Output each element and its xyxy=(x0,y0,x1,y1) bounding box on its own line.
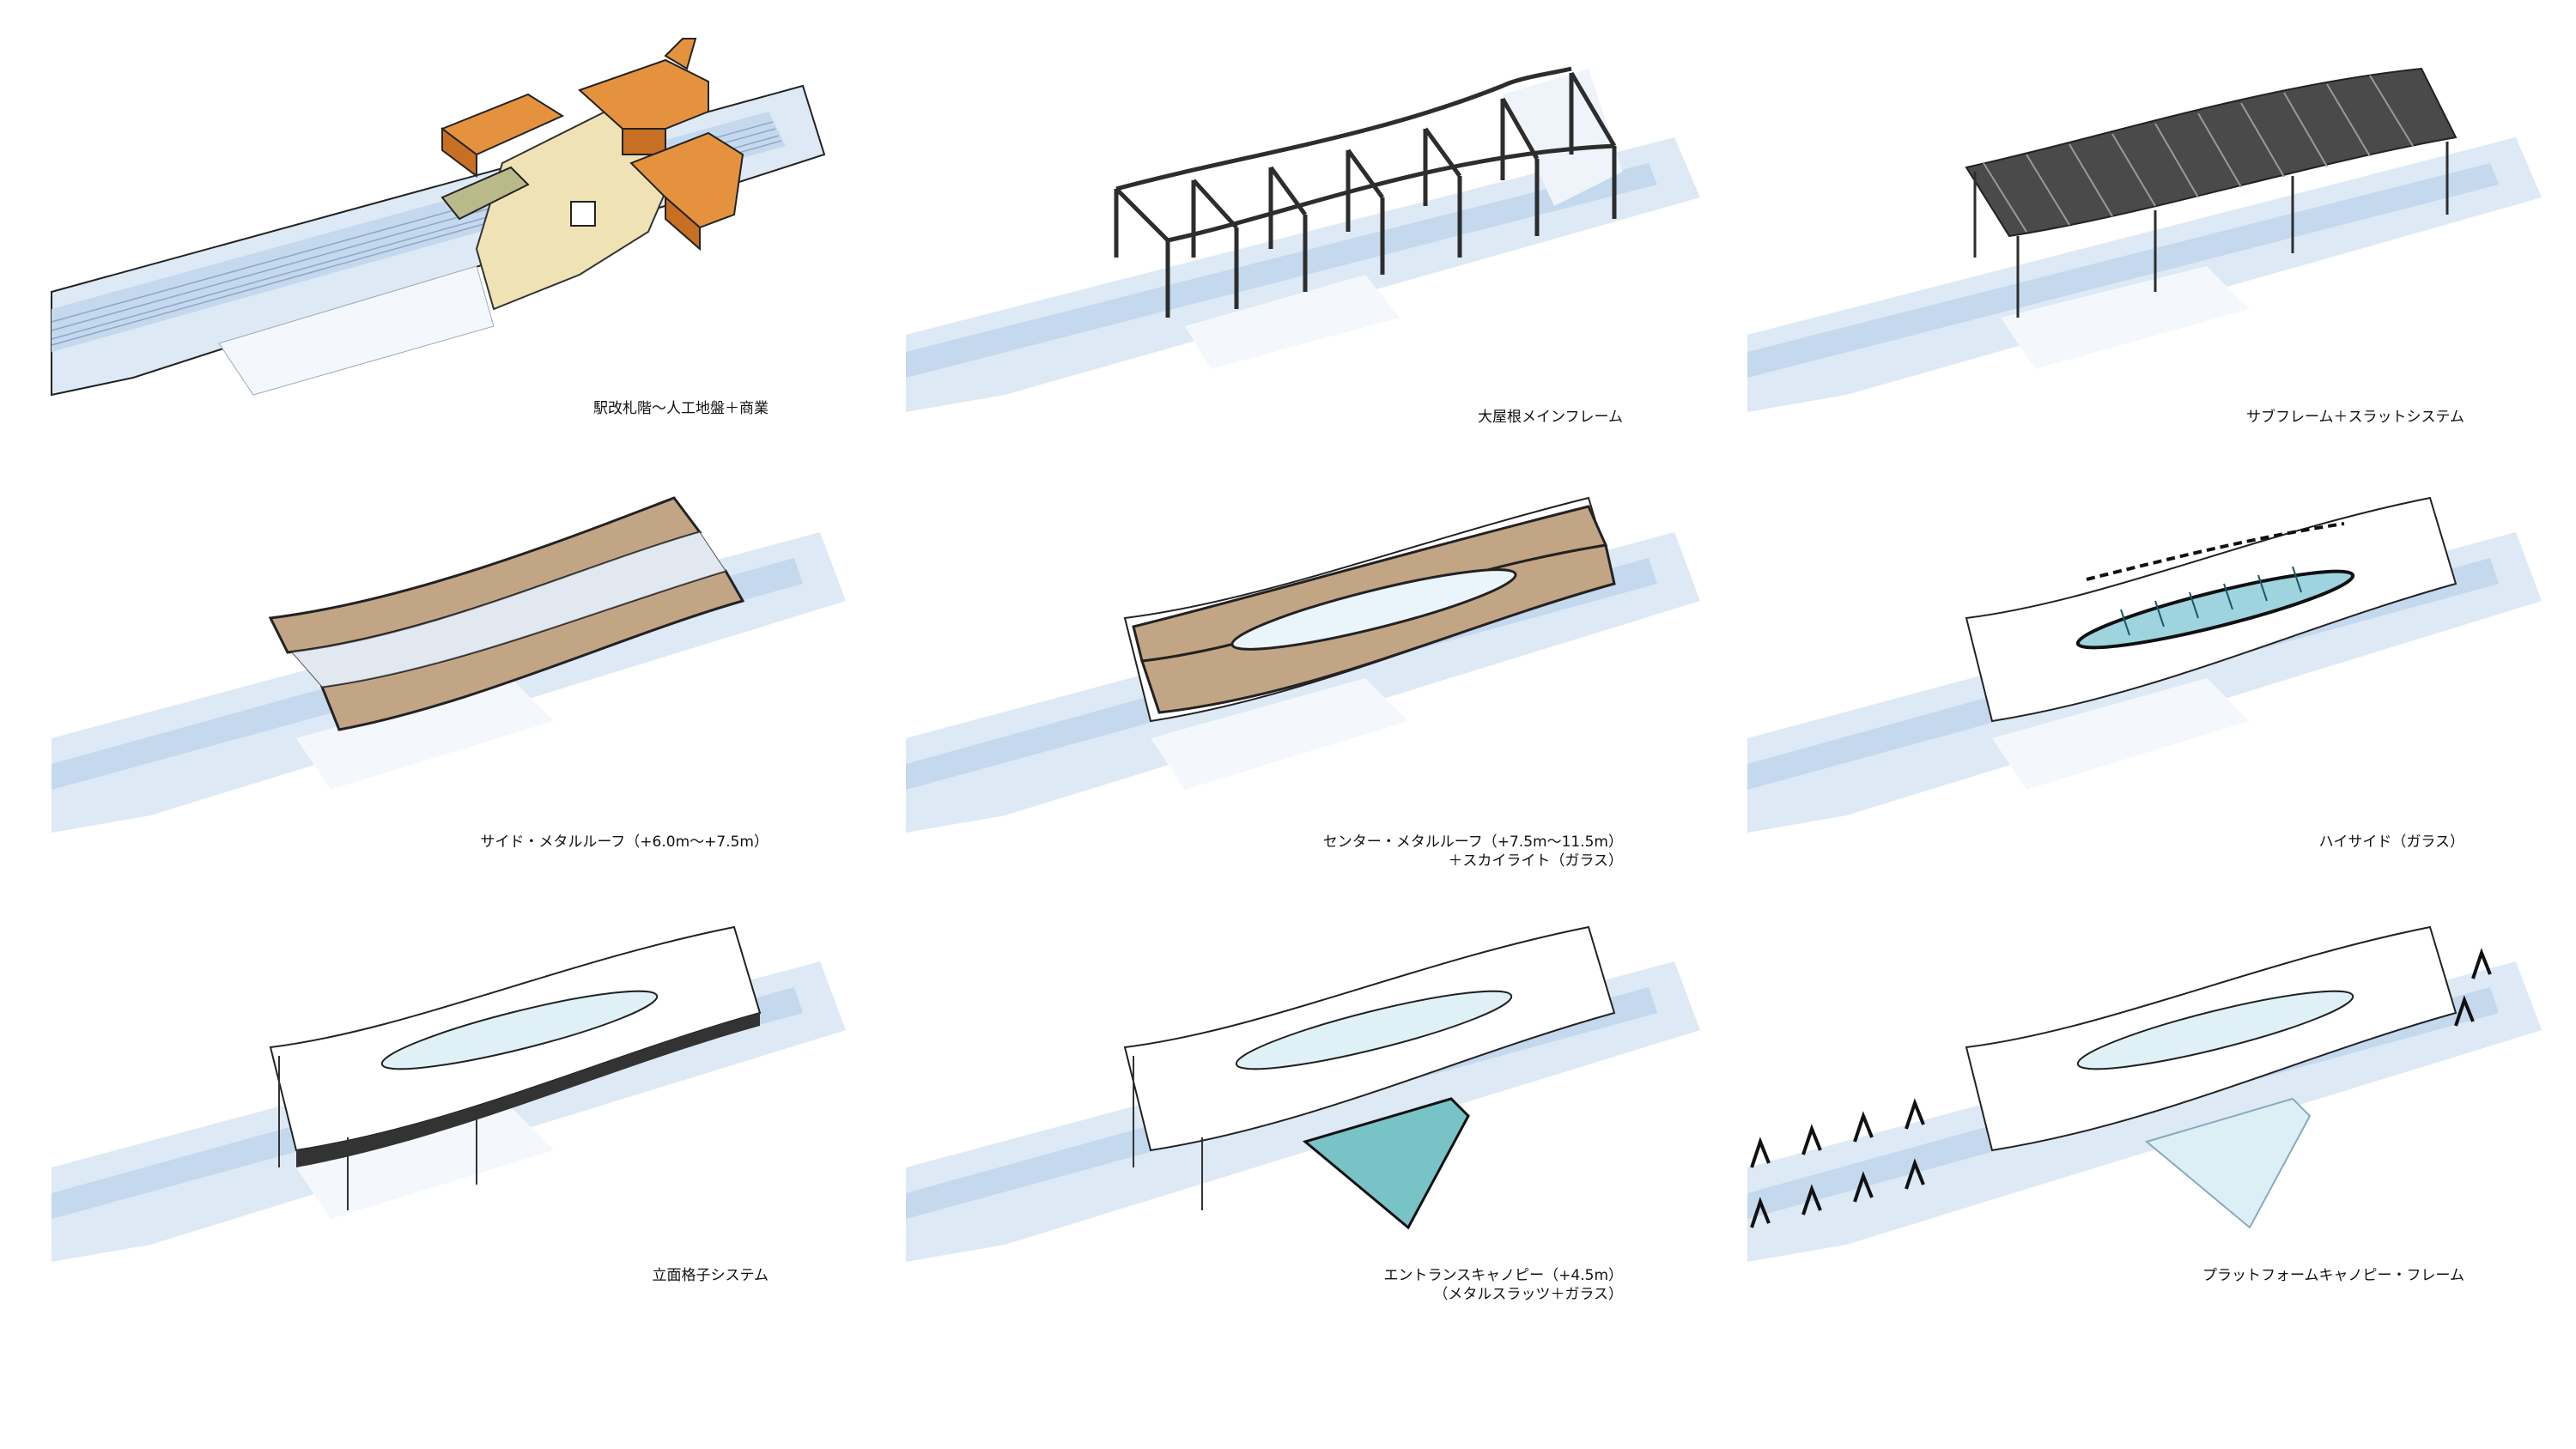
main-frame xyxy=(1114,66,1617,318)
skylight-opening xyxy=(1230,568,1517,651)
panel-sub-frame-slats: サブフレーム＋スラットシステム xyxy=(1743,34,2550,438)
caption: センター・メタルルーフ（+7.5m〜11.5m） ＋スカイライト（ガラス） xyxy=(1322,834,1623,870)
skylight xyxy=(1235,990,1513,1070)
slats-visible xyxy=(291,531,726,688)
highside-glass xyxy=(2075,569,2355,650)
stair xyxy=(440,166,530,221)
slat-roof xyxy=(1965,67,2458,238)
caption: ハイサイド（ガラス） xyxy=(2318,834,2464,851)
diagram-highside-glass xyxy=(1747,496,2542,833)
panel-highside-glass: ハイサイド（ガラス） xyxy=(1743,455,2550,858)
highside-mullions xyxy=(2086,522,2345,581)
platform-canopy-frames xyxy=(1750,948,2492,1228)
entrance-canopy xyxy=(2144,1097,2312,1229)
caption: 駅改札階〜人工地盤＋商業 xyxy=(593,400,769,417)
diagram-main-frame xyxy=(906,66,1700,412)
caption: サイド・メタルルーフ（+6.0m〜+7.5m） xyxy=(480,834,769,851)
panel-center-metal-roof: センター・メタルルーフ（+7.5m〜11.5m） ＋スカイライト（ガラス） xyxy=(902,455,1709,870)
panel-ticket-gate-level: 駅改札階〜人工地盤＋商業 xyxy=(47,34,854,438)
caption: エントランスキャノピー（+4.5m） （メタルスラッツ＋ガラス） xyxy=(1383,1267,1624,1303)
panel-main-frame: 大屋根メインフレーム xyxy=(902,34,1709,438)
panel-platform-canopy-frame: プラットフォームキャノピー・フレーム xyxy=(1743,884,2550,1288)
caption: 大屋根メインフレーム xyxy=(1478,409,1623,426)
entrance-canopy xyxy=(1302,1097,1470,1230)
caption: 立面格子システム xyxy=(652,1267,769,1284)
panel-entrance-canopy: エントランスキャノピー（+4.5m） （メタルスラッツ＋ガラス） xyxy=(902,884,1709,1303)
caption: プラットフォームキャノピー・フレーム xyxy=(2202,1267,2464,1284)
facade-lattice xyxy=(296,1013,760,1167)
diagram-entrance-canopy xyxy=(906,925,1700,1262)
panel-side-metal-roof: サイド・メタルルーフ（+6.0m〜+7.5m） xyxy=(47,455,854,858)
diagram-center-metal-roof xyxy=(906,496,1700,833)
diagram-sub-frame-slats xyxy=(1747,67,2542,412)
diagram-ticket-gate-level xyxy=(51,38,826,397)
diagram-side-metal-roof xyxy=(52,496,846,833)
panel-facade-lattice: 立面格子システム xyxy=(47,884,854,1288)
diagram-facade-lattice xyxy=(52,925,846,1262)
diagram-platform-canopy-frame xyxy=(1747,925,2542,1262)
skylight xyxy=(2076,990,2354,1070)
skylight xyxy=(380,990,659,1070)
caption: サブフレーム＋スラットシステム xyxy=(2246,409,2464,426)
platform xyxy=(218,265,495,396)
